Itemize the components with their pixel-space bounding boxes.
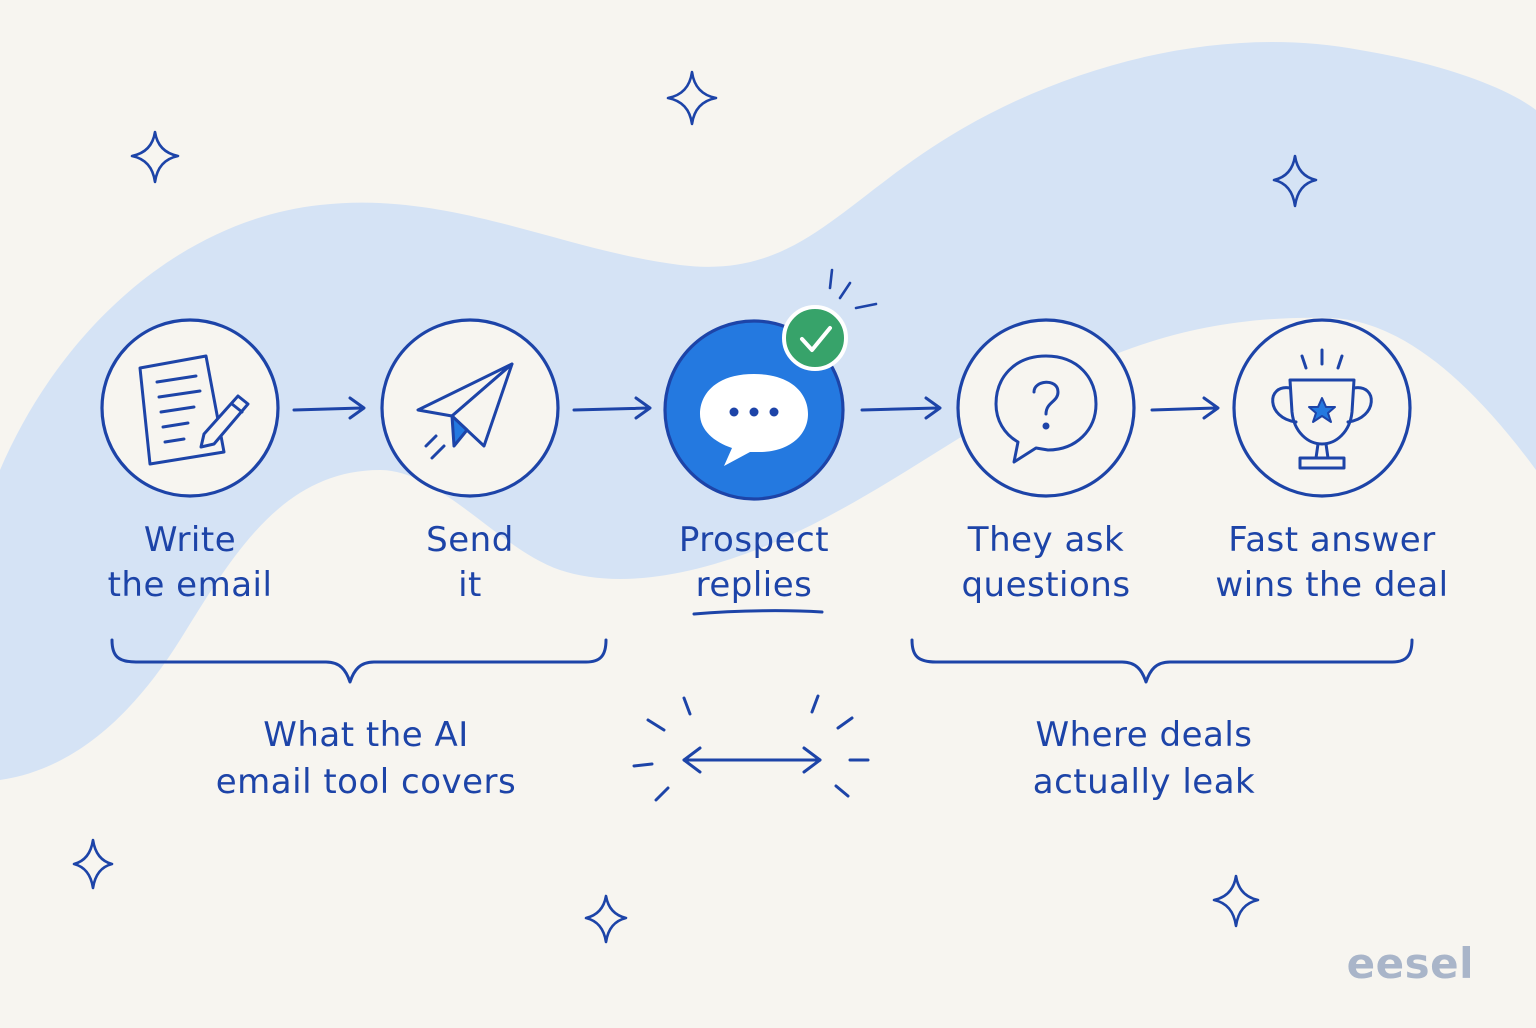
step-label-line1: They ask [967,520,1125,560]
brand-logo: eesel [1346,939,1474,988]
document-pencil-icon [138,354,250,466]
step-label-line2: replies [695,565,813,605]
sparkle-icon [584,894,628,944]
step-label-line1: Prospect [678,520,830,560]
arrow-3 [860,396,942,420]
burst-lines [828,268,878,310]
sparkle-icon [1272,154,1318,208]
replies-underline [692,609,824,616]
group-label-line2: actually leak [1032,762,1256,802]
step-label-line1: Write [143,520,237,560]
step-label-write: Write the email [80,518,300,608]
group-label-left: What the AI email tool covers [186,712,546,806]
step-label-line2: the email [107,565,273,605]
sparkle-icon [666,70,718,126]
arrow-4 [1150,396,1220,420]
chat-bubble-icon [700,374,808,466]
group-label-line1: What the AI [263,715,469,755]
step-label-replies: Prospect replies [634,518,874,608]
check-badge-icon [782,305,848,371]
step-label-questions: They ask questions [926,518,1166,608]
paper-plane-icon [416,362,514,460]
brace-right [910,638,1414,684]
question-bubble-icon [994,354,1098,464]
step-label-line2: it [458,565,482,605]
trophy-icon [1271,348,1373,470]
step-label-line1: Fast answer [1228,520,1436,560]
step-label-line2: questions [961,565,1131,605]
step-label-line2: wins the deal [1215,565,1449,605]
gap-double-arrow [632,694,870,802]
group-label-line1: Where deals [1035,715,1253,755]
sparkle-icon [1212,874,1260,928]
arrow-2 [572,396,652,420]
group-label-line2: email tool covers [215,762,517,802]
step-label-send: Send it [360,518,580,608]
sparkle-icon [72,838,114,890]
brace-left [110,638,608,684]
flow-arrows [292,396,1220,420]
sparkle-icon [130,130,180,184]
arrow-1 [292,396,366,420]
step-label-deal: Fast answer wins the deal [1192,518,1472,608]
group-label-right: Where deals actually leak [994,712,1294,806]
step-label-line1: Send [426,520,514,560]
